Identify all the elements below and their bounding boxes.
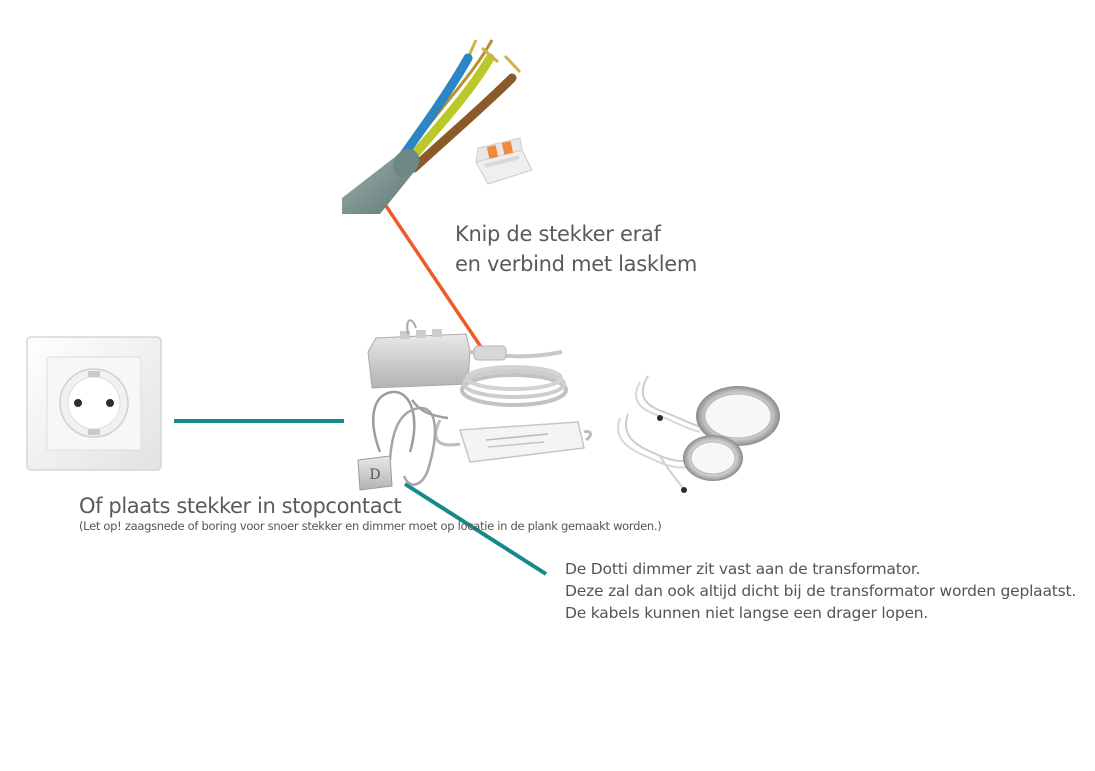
plug-instruction: Of plaats stekker in stopcontact (79, 494, 402, 518)
led-spotlights-icon (617, 375, 780, 493)
plug-note: (Let op! zaagsnede of boring voor snoer … (79, 519, 662, 533)
dimmer-icon: D (357, 455, 393, 491)
teal-dimmer-line (403, 482, 548, 576)
orange-connector-line (380, 199, 485, 351)
dimmer-note-line2: Deze zal dan ook altijd dicht bij de tra… (565, 582, 1077, 600)
cut-instruction-line1: Knip de stekker eraf (455, 222, 661, 246)
power-cable-icon (342, 39, 522, 214)
lever-connector-icon (475, 137, 533, 185)
dimmer-note-line3: De kabels kunnen niet langse een drager … (565, 604, 929, 622)
transformer-kit-icon (367, 319, 592, 486)
wall-socket-icon (26, 336, 162, 471)
dimmer-logo: D (369, 467, 380, 483)
cut-instruction-line2: en verbind met lasklem (455, 252, 698, 276)
dimmer-note-line1: De Dotti dimmer zit vast aan de transfor… (565, 560, 921, 578)
